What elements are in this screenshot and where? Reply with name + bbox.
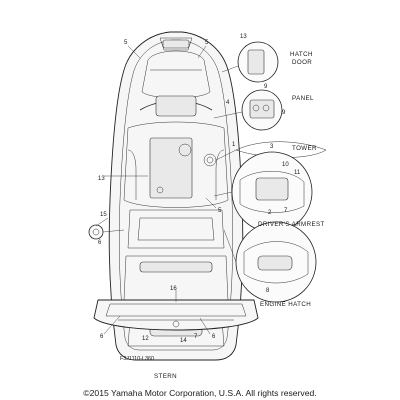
boat-top-view [108, 31, 244, 361]
part-number: 12 [142, 336, 149, 342]
label-drivers-armrest: DRIVER'S ARMREST [258, 221, 325, 228]
part-number: 10 [282, 162, 289, 168]
label-stern: STERN [154, 373, 177, 380]
part-number: 6 [212, 334, 216, 340]
left-callout [88, 224, 125, 240]
part-number: 15 [100, 212, 107, 218]
panel-callout [213, 89, 283, 131]
drivers-armrest-callout [213, 151, 313, 233]
stern-view [93, 299, 259, 331]
part-number: 9 [282, 110, 286, 116]
part-number: 7 [194, 334, 198, 340]
label-door: DOOR [292, 59, 312, 66]
hatch-door-callout [221, 41, 279, 83]
copyright-notice: ©2015 Yamaha Motor Corporation, U.S.A. A… [83, 388, 316, 398]
engine-hatch-callout [223, 221, 317, 303]
label-panel: PANEL [292, 95, 314, 102]
callout-labels: HATCH DOOR PANEL TOWER DRIVER'S ARMREST … [154, 51, 325, 380]
part-numbers: 5 5 13 9 4 9 1 3 10 11 2 7 13 5 15 6 8 1… [98, 34, 301, 344]
part-number: 6 [100, 334, 104, 340]
part-number: 13 [98, 176, 105, 182]
leader-lines [95, 45, 217, 335]
part-number: 13 [240, 34, 247, 40]
part-number: 2 [268, 210, 272, 216]
label-tower: TOWER [292, 145, 317, 152]
part-number: 1 [232, 142, 236, 148]
part-number: 14 [180, 338, 187, 344]
label-engine-hatch: ENGINE HATCH [260, 301, 311, 308]
part-number: 5 [124, 40, 128, 46]
diagram-code: F3J1110-L360 [120, 356, 154, 362]
part-number: 5 [205, 40, 209, 46]
part-number: 7 [284, 208, 288, 214]
part-number: 3 [270, 144, 274, 150]
part-number: 11 [294, 170, 301, 176]
label-hatch: HATCH [290, 51, 313, 58]
part-number: 5 [218, 208, 222, 214]
part-number: 6 [98, 240, 102, 246]
part-number: 4 [226, 100, 230, 106]
part-number: 8 [266, 288, 270, 294]
part-number: 16 [170, 286, 177, 292]
part-number: 9 [264, 84, 268, 90]
